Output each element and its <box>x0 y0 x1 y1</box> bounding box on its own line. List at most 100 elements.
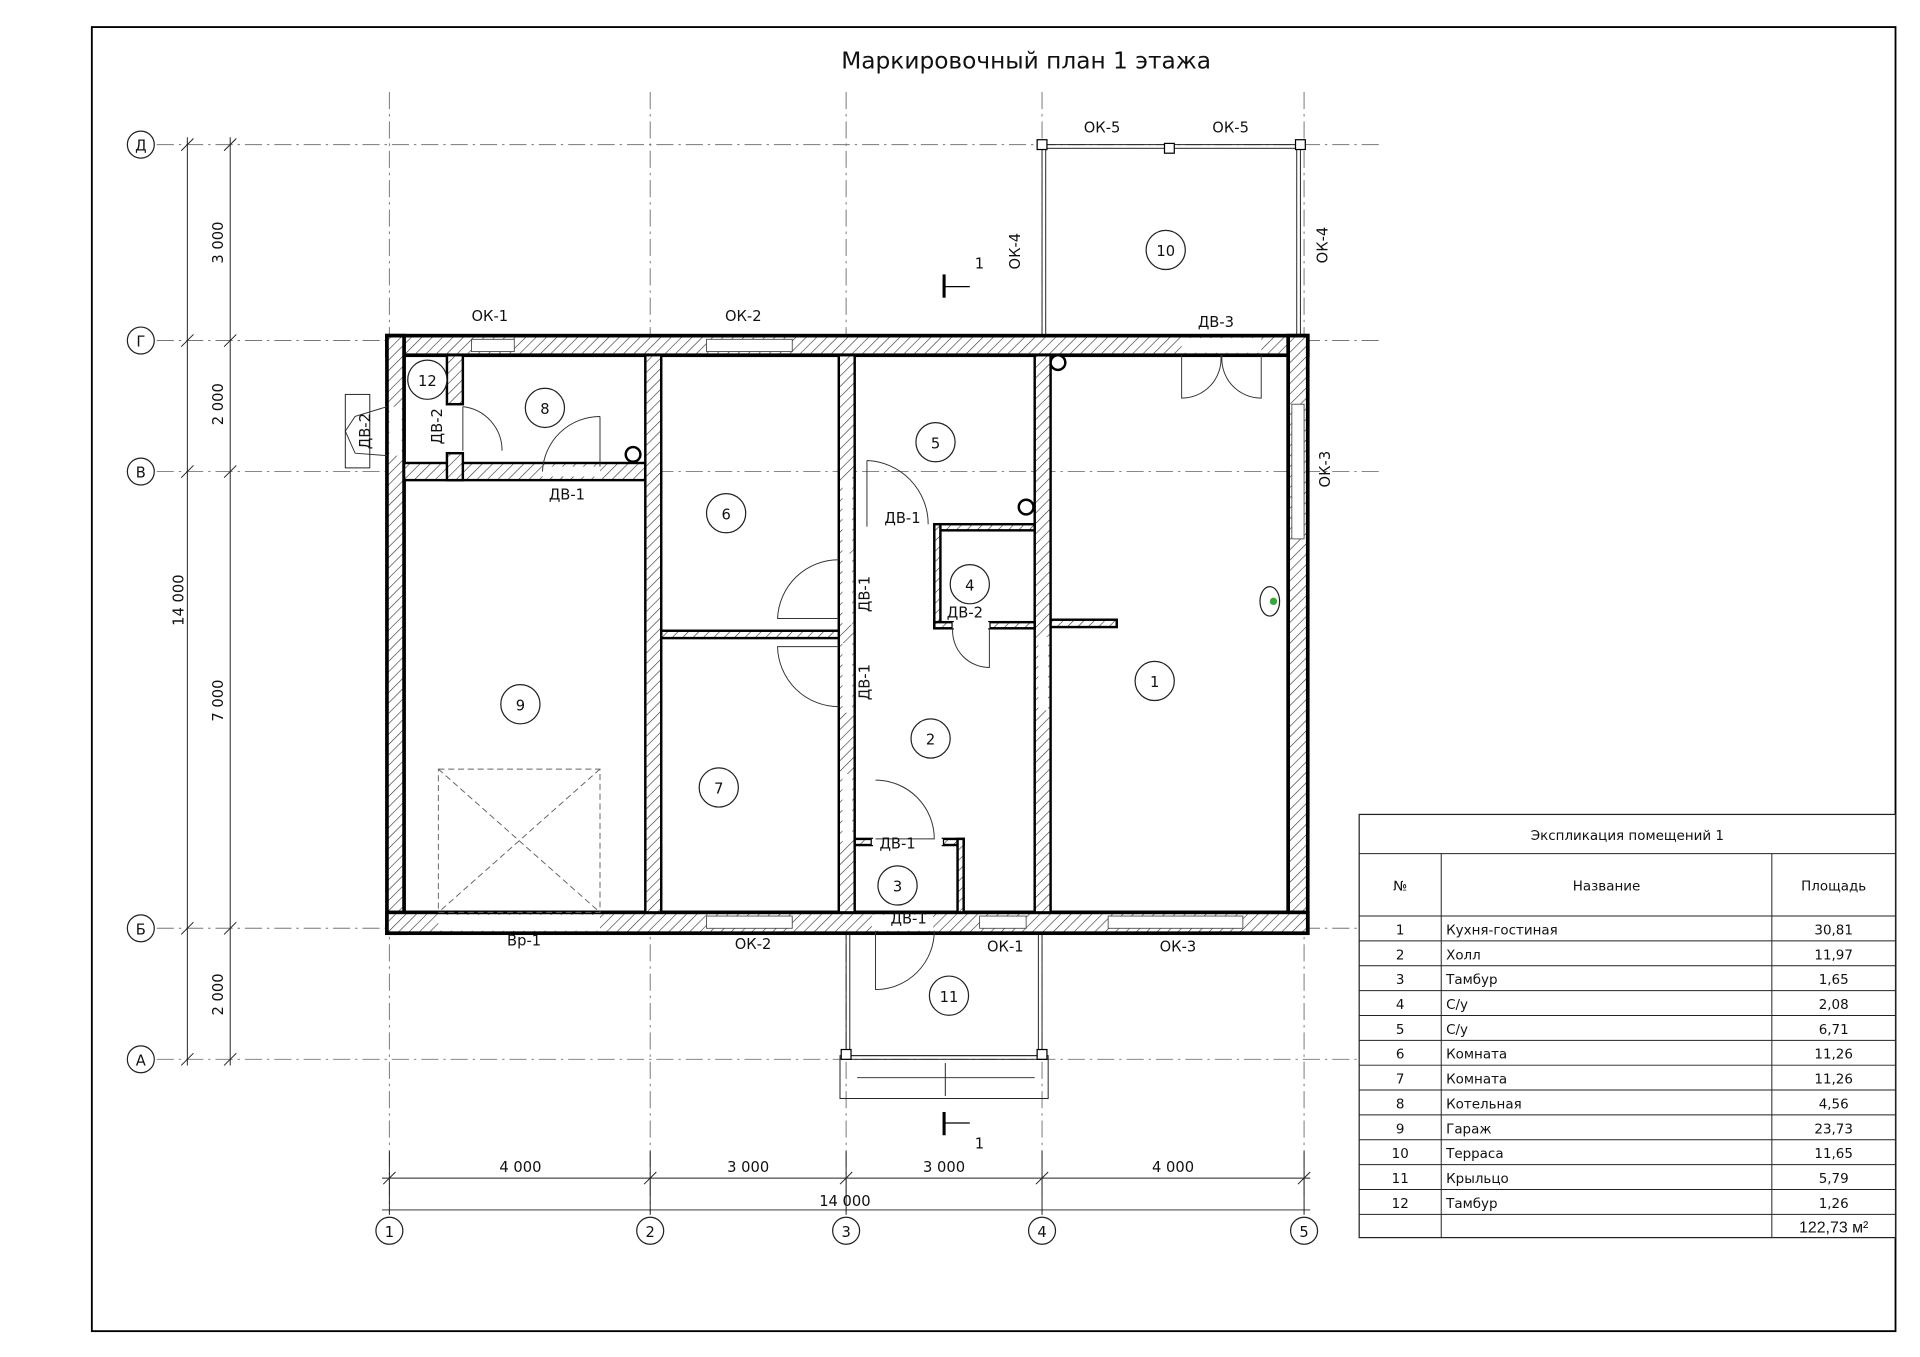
table-header: Площадь <box>1801 879 1866 894</box>
porch <box>839 927 1049 1099</box>
room-schedule-table: Экспликация помещений 1 № Название Площадь 1… <box>1358 813 1897 1239</box>
doors <box>344 355 1262 991</box>
room-area-cell: 23,73 <box>1814 1122 1853 1137</box>
axis-label: 4 <box>1037 1224 1046 1241</box>
drawing-title: Маркировочный план 1 этажа <box>841 48 1211 75</box>
room-number-circle <box>928 975 970 1016</box>
table-header: № <box>1393 879 1407 894</box>
table-title: Экспликация помещений 1 <box>1531 829 1724 844</box>
room-number: 7 <box>714 781 723 798</box>
axis-label: 5 <box>1299 1224 1308 1241</box>
opening-label: ОК-2 <box>725 308 762 325</box>
room-name-cell: Тамбур <box>1445 972 1497 988</box>
dimension-tick <box>180 334 194 348</box>
room-number-cell: 2 <box>1396 948 1405 963</box>
axis-label: 1 <box>385 1224 394 1241</box>
room-number: 8 <box>540 401 549 418</box>
axis-label: 3 <box>841 1224 850 1241</box>
table-row: 3 Тамбур 1,65 <box>1396 972 1849 988</box>
room-name-cell: Гараж <box>1446 1122 1491 1137</box>
room-number-cell: 6 <box>1396 1048 1405 1063</box>
axis-label: В <box>136 465 146 482</box>
opening-label: ОК-1 <box>471 308 508 325</box>
opening-label: ДВ-1 <box>884 510 920 527</box>
room-number-cell: 12 <box>1392 1197 1409 1212</box>
opening-label: ДВ-1 <box>856 576 873 612</box>
room-area-cell: 11,26 <box>1814 1073 1853 1088</box>
dimension-tick <box>180 138 194 152</box>
room-area-cell: 5,79 <box>1819 1172 1849 1187</box>
walls <box>385 333 1310 936</box>
room-area-cell: 11,26 <box>1814 1048 1853 1063</box>
room-number-cell: 4 <box>1396 998 1405 1013</box>
opening-label: ДВ-1 <box>879 836 915 853</box>
room-area-cell: 11,97 <box>1814 948 1853 963</box>
room-name-cell: С/у <box>1446 998 1468 1013</box>
opening-label: ДВ-1 <box>890 910 926 927</box>
room-area-cell: 1,65 <box>1819 973 1849 988</box>
room-number: 1 <box>1150 674 1159 691</box>
dimension-tick <box>180 1052 194 1066</box>
room-number-circle <box>1134 660 1175 702</box>
opening-label: ДВ-1 <box>549 487 585 504</box>
room-number-circle <box>877 865 918 906</box>
dimension-tick <box>180 465 194 479</box>
opening-label: ДВ-1 <box>856 664 873 700</box>
opening-label: ОК-1 <box>987 939 1024 956</box>
room-area-cell: 1,26 <box>1819 1197 1849 1212</box>
dimension-label: 3 000 <box>210 222 227 264</box>
room-number: 9 <box>516 697 525 714</box>
axis-bubble <box>1027 1216 1057 1245</box>
table-header: Название <box>1573 879 1641 894</box>
room-number-circle <box>705 492 747 534</box>
room-name-cell: Терраса <box>1445 1147 1503 1162</box>
room-number-cell: 3 <box>1396 973 1405 988</box>
room-name-cell: Кухня-гостиная <box>1446 923 1558 938</box>
table-row: 12 Тамбур 1,26 <box>1392 1196 1849 1212</box>
opening-label: ОК-3 <box>1317 451 1334 488</box>
axis-label: 2 <box>646 1224 655 1241</box>
dimension-tick <box>223 1052 237 1066</box>
room-number-circle <box>500 684 541 725</box>
drawing-frame <box>90 26 1897 1333</box>
axis-bubble <box>126 130 155 159</box>
opening-label: ОК-5 <box>1084 119 1121 136</box>
room-number: 3 <box>893 879 902 896</box>
opening-label: ДВ-2 <box>429 408 446 444</box>
room-number-cell: 5 <box>1396 1023 1405 1038</box>
axis-bubble <box>126 457 155 486</box>
room-area-cell: 11,65 <box>1814 1147 1853 1162</box>
opening-label: ОК-3 <box>1160 939 1197 956</box>
room-number: 4 <box>965 577 974 594</box>
room-name-cell: Тамбур <box>1445 1196 1497 1212</box>
room-number: 10 <box>1156 243 1175 260</box>
room-name-cell: Котельная <box>1446 1097 1522 1112</box>
section-mark-top: 1 <box>942 255 984 298</box>
svg-text:1: 1 <box>975 255 984 272</box>
opening-label: ОК-5 <box>1212 119 1249 136</box>
room-number-circle <box>524 387 566 429</box>
room-number-circle <box>1145 229 1186 271</box>
opening-label: ОК-4 <box>1007 233 1024 270</box>
dimension-label: 4 000 <box>499 1159 541 1176</box>
axis-label: Г <box>136 334 145 351</box>
axis-label: Д <box>135 138 146 155</box>
dimension-tick <box>223 334 237 348</box>
room-number: 11 <box>940 989 959 1006</box>
room-number: 6 <box>721 506 730 523</box>
room-number-cell: 10 <box>1392 1147 1409 1162</box>
room-name-cell: Комната <box>1446 1048 1507 1063</box>
table-border <box>1358 813 1897 1239</box>
room-number-circle <box>407 359 448 400</box>
axis-bubble <box>375 1216 404 1245</box>
svg-text:1: 1 <box>975 1136 984 1153</box>
dimension-label: 2 000 <box>210 383 227 425</box>
dimension-total: 14 000 <box>171 574 188 625</box>
